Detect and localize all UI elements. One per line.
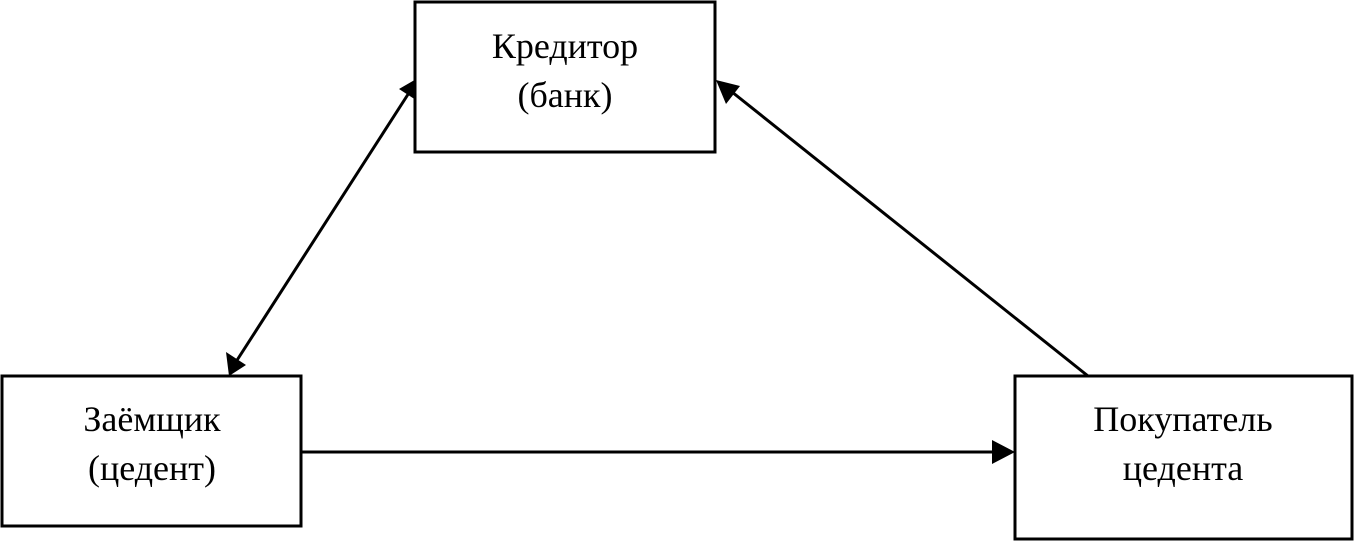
node-creditor-line1: Кредитор [492, 26, 638, 66]
node-buyer-line1: Покупатель [1093, 399, 1272, 439]
arrowhead-to-borrower [226, 352, 246, 376]
arrowhead-to-creditor-from-buyer [716, 80, 740, 104]
node-buyer-line2: цедента [1123, 448, 1244, 488]
node-borrower-box [0, 374, 303, 528]
node-buyer: Покупатель цедента [1013, 374, 1354, 541]
node-creditor-line2: (банк) [517, 75, 612, 115]
node-creditor-box [413, 0, 717, 154]
node-borrower-line1: Заёмщик [83, 399, 221, 439]
edge-creditor-borrower [230, 84, 416, 369]
arrowhead-to-buyer [992, 440, 1015, 464]
node-creditor: Кредитор (банк) [413, 0, 717, 154]
node-borrower-line2: (цедент) [88, 448, 216, 488]
edge-buyer-creditor [726, 86, 1089, 378]
node-borrower: Заёмщик (цедент) [0, 374, 303, 528]
node-buyer-box [1013, 374, 1354, 541]
